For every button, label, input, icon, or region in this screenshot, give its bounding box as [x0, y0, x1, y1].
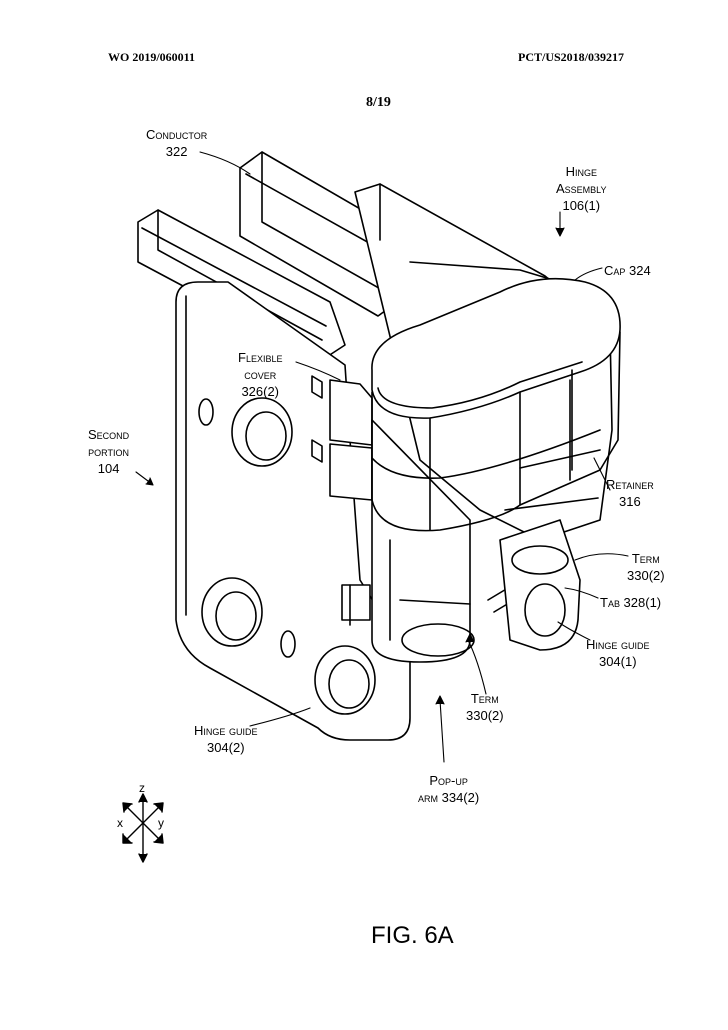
axis-y-label: y	[158, 816, 164, 830]
label-flexible-cover: Flexible cover 326(2)	[238, 350, 283, 399]
axis-z-label: z	[139, 781, 145, 795]
label-second-portion: Second portion 104	[88, 427, 130, 476]
leader-lines	[135, 151, 629, 763]
flexible-cover	[329, 379, 373, 501]
label-hinge-assembly: Hinge Assembly 106(1)	[556, 164, 607, 213]
conductor-front-arm	[137, 209, 346, 361]
label-hinge-guide-right: Hinge guide 304(1)	[586, 637, 650, 669]
label-retainer: Retainer 316	[606, 477, 654, 509]
axis-triad	[122, 793, 164, 863]
label-hinge-guide-left: Hinge guide 304(2)	[194, 723, 258, 755]
application-number: PCT/US2018/039217	[518, 50, 625, 64]
figure-label: FIG. 6A	[371, 922, 454, 949]
second-portion-plate	[175, 281, 411, 741]
label-cap: Cap 324	[604, 263, 651, 278]
hinge-guide-right	[487, 519, 581, 651]
hinge-cylinder	[341, 419, 475, 663]
cap	[371, 277, 621, 532]
label-popup-arm: Pop-up arm 334(2)	[418, 773, 480, 805]
label-term-right: Term 330(2)	[627, 551, 665, 583]
axis-x-label: x	[117, 816, 123, 830]
publication-number: WO 2019/060011	[108, 50, 196, 64]
label-tab: Tab 328(1)	[600, 595, 662, 610]
sheet-number: 8/19	[366, 95, 391, 110]
label-conductor: Conductor 322	[146, 127, 208, 159]
label-term-bottom: Term 330(2)	[466, 691, 504, 723]
